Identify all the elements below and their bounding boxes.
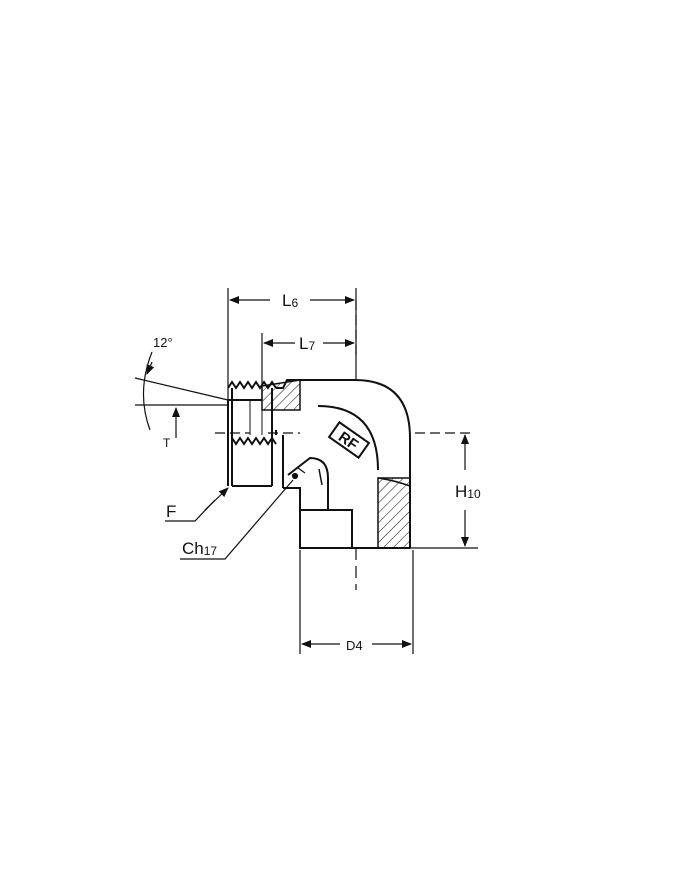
section-hatching — [261, 379, 411, 549]
dimension-lines — [134, 288, 478, 654]
label-angle: 12° — [153, 335, 173, 350]
label-f: F — [166, 502, 176, 521]
label-d4: D4 — [346, 638, 363, 653]
rf-logo: RF — [327, 420, 371, 460]
dimension-labels: L6 L7 12° T F Ch17 H10 D4 — [153, 291, 481, 653]
label-t: T — [163, 436, 171, 450]
label-l7: L7 — [299, 334, 315, 353]
label-h10: H10 — [455, 482, 481, 501]
label-l6: L6 — [282, 291, 298, 310]
thread-profile-bottom — [231, 436, 277, 446]
label-ch17: Ch17 — [182, 539, 217, 558]
